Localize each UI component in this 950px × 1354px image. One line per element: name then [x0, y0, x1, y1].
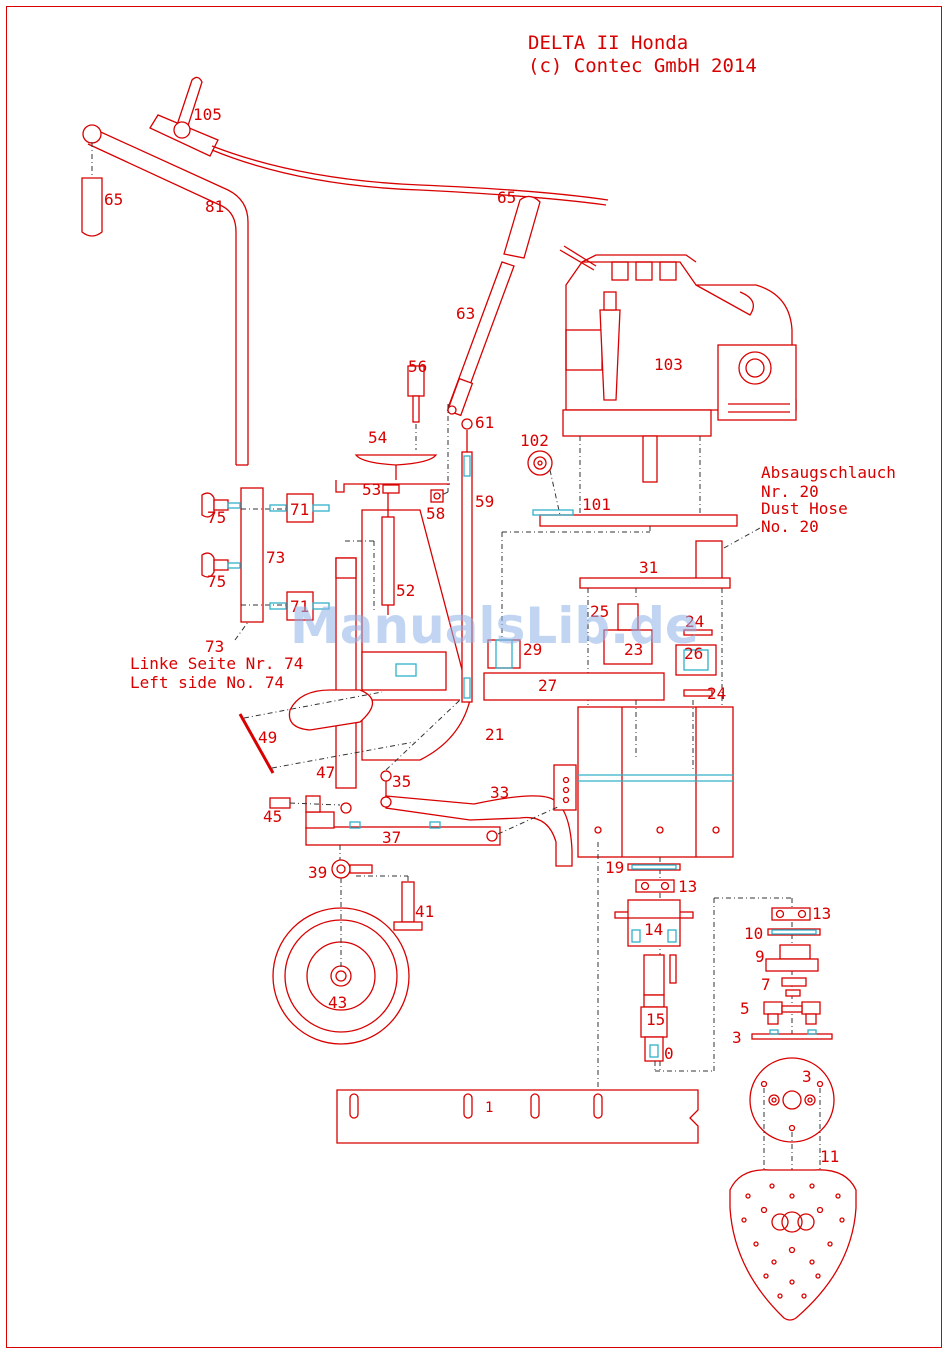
hose-port: [696, 541, 722, 579]
handwheel-54: [356, 455, 436, 465]
note-hose-en-2: No. 20: [761, 517, 819, 536]
wheel-43: [273, 860, 422, 1044]
handle-bar-81: [82, 77, 608, 465]
label-54: 54: [368, 428, 387, 447]
label-1: 1: [485, 1100, 493, 1116]
part-35: [381, 771, 391, 781]
label-81: 81: [205, 197, 224, 216]
label-53: 53: [362, 480, 381, 499]
label-47: 47: [316, 763, 335, 782]
label-33: 33: [490, 783, 509, 802]
title-line-2: (c) Contec GmbH 2014: [528, 55, 757, 77]
label-102: 102: [520, 431, 549, 450]
label-65: 65: [104, 190, 123, 209]
label-59: 59: [475, 492, 494, 511]
tube-52: [382, 517, 394, 605]
label-3: 3: [732, 1028, 742, 1047]
label-73: 73: [266, 548, 285, 567]
watermark: ManualsLib.de: [290, 597, 699, 655]
plate-11: [730, 1170, 856, 1320]
label-63: 63: [456, 304, 475, 323]
label-31: 31: [639, 558, 658, 577]
grip-65-left: [82, 178, 102, 236]
label-19: 19: [605, 858, 624, 877]
label-7: 7: [761, 975, 771, 994]
label-65: 65: [497, 188, 516, 207]
part-58: [431, 490, 443, 502]
label-14: 14: [644, 920, 663, 939]
label-101: 101: [582, 495, 611, 514]
pulley-102: [528, 451, 552, 475]
label-3: 3: [802, 1067, 812, 1086]
part-53: [383, 485, 399, 493]
note-hose-de-1: Absaugschlauch: [761, 463, 896, 482]
label-75: 75: [207, 572, 226, 591]
label-61: 61: [475, 413, 494, 432]
label-105: 105: [193, 105, 222, 124]
label-71: 71: [290, 500, 309, 519]
eye-61: [462, 419, 472, 429]
label-56: 56: [408, 357, 427, 376]
label-15: 15: [646, 1010, 665, 1029]
label-21: 21: [485, 725, 504, 744]
label-13: 13: [678, 877, 697, 896]
post-47: [336, 558, 356, 788]
label-0: 0: [664, 1044, 674, 1063]
rail-1: [337, 1090, 698, 1143]
belt-101: [533, 510, 573, 515]
label-13: 13: [812, 904, 831, 923]
label-10: 10: [744, 924, 763, 943]
label-24: 24: [707, 684, 726, 703]
label-75: 75: [207, 508, 226, 527]
rod-59: [462, 452, 472, 702]
label-43: 43: [328, 993, 347, 1012]
label-45: 45: [263, 807, 282, 826]
title-line-1: DELTA II Honda: [528, 32, 688, 54]
label-49: 49: [258, 728, 277, 747]
note-left-side-en: Left side No. 74: [130, 673, 284, 692]
label-35: 35: [392, 772, 411, 791]
label-5: 5: [740, 999, 750, 1018]
bolt-41: [402, 882, 414, 922]
label-27: 27: [538, 676, 557, 695]
label-11: 11: [820, 1147, 839, 1166]
label-58: 58: [426, 504, 445, 523]
note-hose-en-1: Dust Hose: [761, 499, 848, 518]
label-41: 41: [415, 902, 434, 921]
axle-39: [332, 860, 350, 878]
note-left-side-de: Linke Seite Nr. 74: [130, 654, 303, 673]
engine-103: [540, 246, 796, 526]
label-9: 9: [755, 947, 765, 966]
housing-cover-31: [580, 578, 730, 588]
label-37: 37: [382, 828, 401, 847]
label-103: 103: [654, 355, 683, 374]
plate-101: [540, 515, 737, 526]
label-39: 39: [308, 863, 327, 882]
